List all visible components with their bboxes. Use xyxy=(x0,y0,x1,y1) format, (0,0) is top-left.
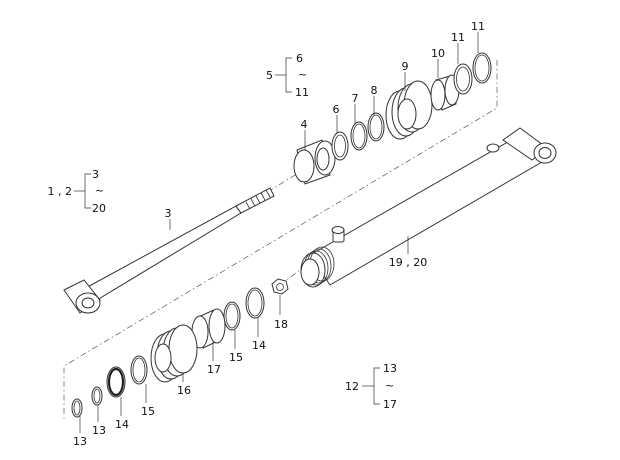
part-label-4: 4 xyxy=(301,118,308,131)
ring-7 xyxy=(350,121,368,151)
part-label-15: 15 xyxy=(229,351,243,364)
callout-group-12: 12 13 ~ 17 xyxy=(345,362,397,411)
ring-15b xyxy=(130,355,148,385)
part-label-13: 13 xyxy=(92,424,106,437)
part-label-16: 16 xyxy=(177,384,191,397)
callout-range-separator: ~ xyxy=(95,184,104,197)
callout-range-separator: ~ xyxy=(298,68,307,81)
callout-label-5: 5 xyxy=(266,69,273,82)
part-label-9: 9 xyxy=(402,60,409,73)
callout-range-separator: ~ xyxy=(385,379,394,392)
callout-label-1-2: 1 , 2 xyxy=(48,185,73,198)
cylinder-tube xyxy=(300,127,557,288)
part-label-3: 3 xyxy=(165,207,172,220)
part-label-13: 13 xyxy=(73,435,87,448)
ring-15a xyxy=(223,301,241,331)
callout-label-12: 12 xyxy=(345,380,359,393)
nut-18 xyxy=(271,278,289,295)
callout-range-start: 3 xyxy=(92,168,99,181)
part-label-7: 7 xyxy=(352,92,359,105)
callout-group-1-2: 1 , 2 3 ~ 20 xyxy=(48,168,107,215)
callout-brackets xyxy=(74,57,380,405)
part-label-17: 17 xyxy=(207,363,221,376)
part-label-6: 6 xyxy=(333,103,340,116)
piston-16 xyxy=(150,324,198,383)
callout-range-end: 17 xyxy=(383,398,397,411)
piston-9 xyxy=(385,80,433,140)
ring-14b xyxy=(106,366,126,398)
leader-lines xyxy=(79,32,479,433)
part-label-11: 11 xyxy=(451,31,465,44)
part-label-14: 14 xyxy=(252,339,266,352)
seal-6 xyxy=(331,131,349,161)
callout-range-end: 11 xyxy=(295,86,309,99)
callout-range-start: 13 xyxy=(383,362,397,375)
assembly-guide-lines xyxy=(63,60,498,420)
ring-8 xyxy=(367,112,385,142)
ring-11a xyxy=(453,63,473,95)
part-label-10: 10 xyxy=(431,47,445,60)
part-label-18: 18 xyxy=(274,318,288,331)
part-label-11: 11 xyxy=(471,20,485,33)
part-label-8: 8 xyxy=(371,84,378,97)
ring-13a xyxy=(71,398,83,418)
part-label-14: 14 xyxy=(115,418,129,431)
rod-cover-4 xyxy=(293,139,336,185)
part-label-19-20: 19 , 20 xyxy=(389,256,427,269)
bushing-17 xyxy=(191,308,226,349)
callout-range-start: 6 xyxy=(296,52,303,65)
callout-group-5: 5 6 ~ 11 xyxy=(266,52,309,99)
part-label-15: 15 xyxy=(141,405,155,418)
piston-rod xyxy=(63,187,275,314)
ring-13b xyxy=(91,386,103,406)
part-labels: 3 4 6 7 8 9 10 11 11 19 , 20 18 14 15 17… xyxy=(73,20,485,448)
ring-14a xyxy=(245,287,265,319)
ring-11b xyxy=(472,52,492,84)
callout-range-end: 20 xyxy=(92,202,106,215)
